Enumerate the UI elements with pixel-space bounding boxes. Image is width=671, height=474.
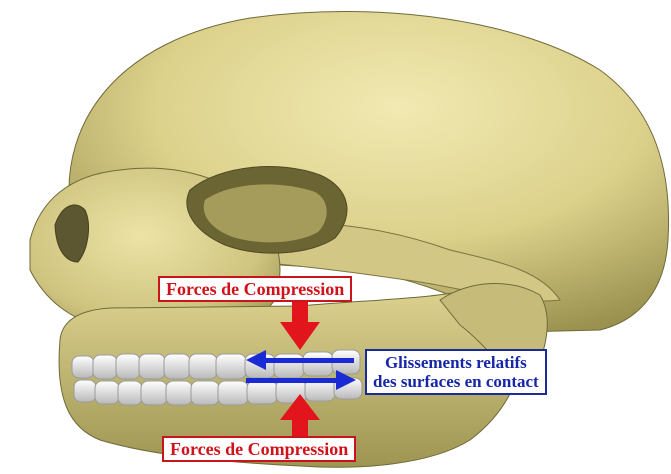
sliding-label: Glissements relatifs des surfaces en con…	[365, 349, 547, 395]
sliding-label-line2: des surfaces en contact	[373, 372, 539, 391]
sliding-label-line1: Glissements relatifs	[373, 353, 539, 372]
compression-label-top: Forces de Compression	[158, 276, 352, 302]
compression-label-bottom: Forces de Compression	[162, 436, 356, 462]
